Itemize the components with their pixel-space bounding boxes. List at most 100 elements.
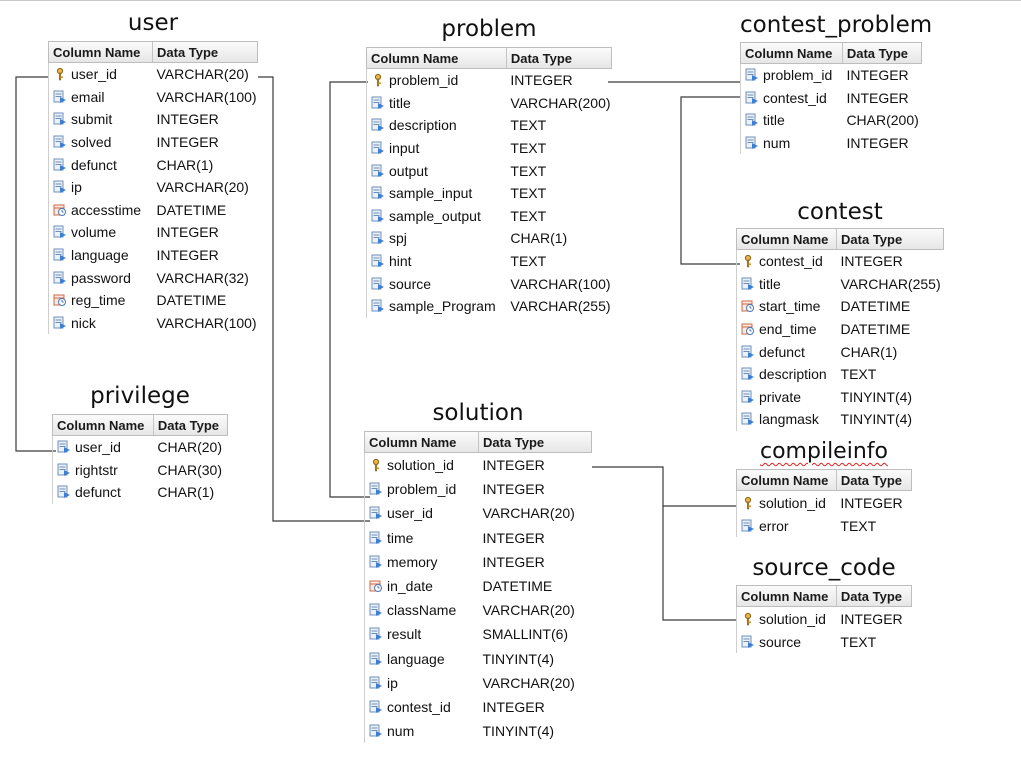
column-name-cell: user_id <box>53 439 153 455</box>
column-icon <box>741 345 755 359</box>
column-type-cell: INTEGER <box>482 698 545 715</box>
column-name-label: langmask <box>759 411 819 428</box>
column-name-label: solution_id <box>759 610 826 627</box>
column-name-cell: contest_id <box>365 699 479 715</box>
column-name-cell: submit <box>49 111 153 127</box>
column-name-label: num <box>387 723 415 740</box>
column-name-label: ip <box>387 674 398 691</box>
column-name-label: sample_Program <box>389 298 496 315</box>
column-icon <box>371 254 385 268</box>
link-solution-compileinfo <box>592 466 737 507</box>
column-name-label: in_date <box>387 578 433 595</box>
table-title-source-code: source_code <box>752 555 896 581</box>
column-icon <box>371 231 385 245</box>
column-icon <box>369 700 383 714</box>
column-name-header: Column Name <box>741 231 829 247</box>
key-icon <box>371 73 385 87</box>
column-name-cell: rightstr <box>53 462 153 478</box>
column-icon <box>53 316 67 330</box>
column-name-cell: nick <box>49 315 153 331</box>
column-name-label: source <box>759 633 802 650</box>
data-type-header: Data Type <box>152 415 227 435</box>
key-icon <box>53 67 67 81</box>
link-solution-source-code <box>662 506 737 621</box>
column-icon <box>57 440 71 454</box>
column-type-cell: VARCHAR(20) <box>482 602 575 619</box>
column-name-label: className <box>387 602 457 619</box>
column-name-cell: time <box>365 530 479 546</box>
column-type-cell: VARCHAR(255) <box>510 298 611 315</box>
column-name-cell: password <box>49 270 153 286</box>
column-type-cell: SMALLINT(6) <box>482 626 569 643</box>
column-name-cell: user_id <box>365 505 479 521</box>
column-icon <box>371 277 385 291</box>
column-type-cell: VARCHAR(20) <box>482 505 575 522</box>
column-name-label: num <box>763 135 791 152</box>
column-name-label: language <box>387 650 445 667</box>
column-name-cell: contest_id <box>737 253 837 269</box>
column-icon <box>57 463 71 477</box>
column-name-header: Column Name <box>57 417 145 433</box>
column-name-cell: defunct <box>53 484 153 500</box>
column-name-label: rightstr <box>75 461 118 478</box>
column-name-label: output <box>389 162 428 179</box>
column-name-cell: description <box>737 366 837 382</box>
column-type-cell: INTEGER <box>510 72 573 89</box>
table-row: sample_Program VARCHAR(255) <box>367 295 612 318</box>
column-icon <box>371 186 385 200</box>
column-name-cell: num <box>741 135 842 151</box>
column-name-label: defunct <box>71 156 117 173</box>
column-name-label: description <box>389 117 457 134</box>
column-icon <box>369 506 383 520</box>
link-problem-solution <box>329 81 370 498</box>
column-type-cell: VARCHAR(200) <box>510 94 611 111</box>
column-name-header: Column Name <box>53 44 141 60</box>
data-type-header: Data Type <box>505 48 611 68</box>
key-icon <box>741 612 755 626</box>
table-title-contest: contest <box>797 199 883 225</box>
column-type-cell: INTEGER <box>846 135 909 152</box>
column-name-cell: problem_id <box>367 72 506 88</box>
column-type-cell: INTEGER <box>482 457 545 474</box>
column-name-header: Column Name <box>369 434 457 450</box>
data-type-header: Data Type <box>836 229 943 249</box>
column-name-label: sample_output <box>389 207 481 224</box>
column-name-label: volume <box>71 224 117 241</box>
column-name-cell: language <box>49 247 153 263</box>
table-row: className VARCHAR(20) <box>365 598 592 622</box>
datetime-icon <box>741 322 755 336</box>
column-name-cell: solution_id <box>737 611 836 627</box>
column-name-label: time <box>387 529 414 546</box>
column-icon <box>53 225 67 239</box>
column-name-cell: defunct <box>49 157 153 173</box>
column-name-label: accesstime <box>71 201 142 218</box>
column-name-cell: sample_Program <box>367 298 506 314</box>
column-icon <box>53 271 67 285</box>
column-name-cell: num <box>365 723 479 739</box>
column-icon <box>741 635 755 649</box>
column-icon <box>53 135 67 149</box>
